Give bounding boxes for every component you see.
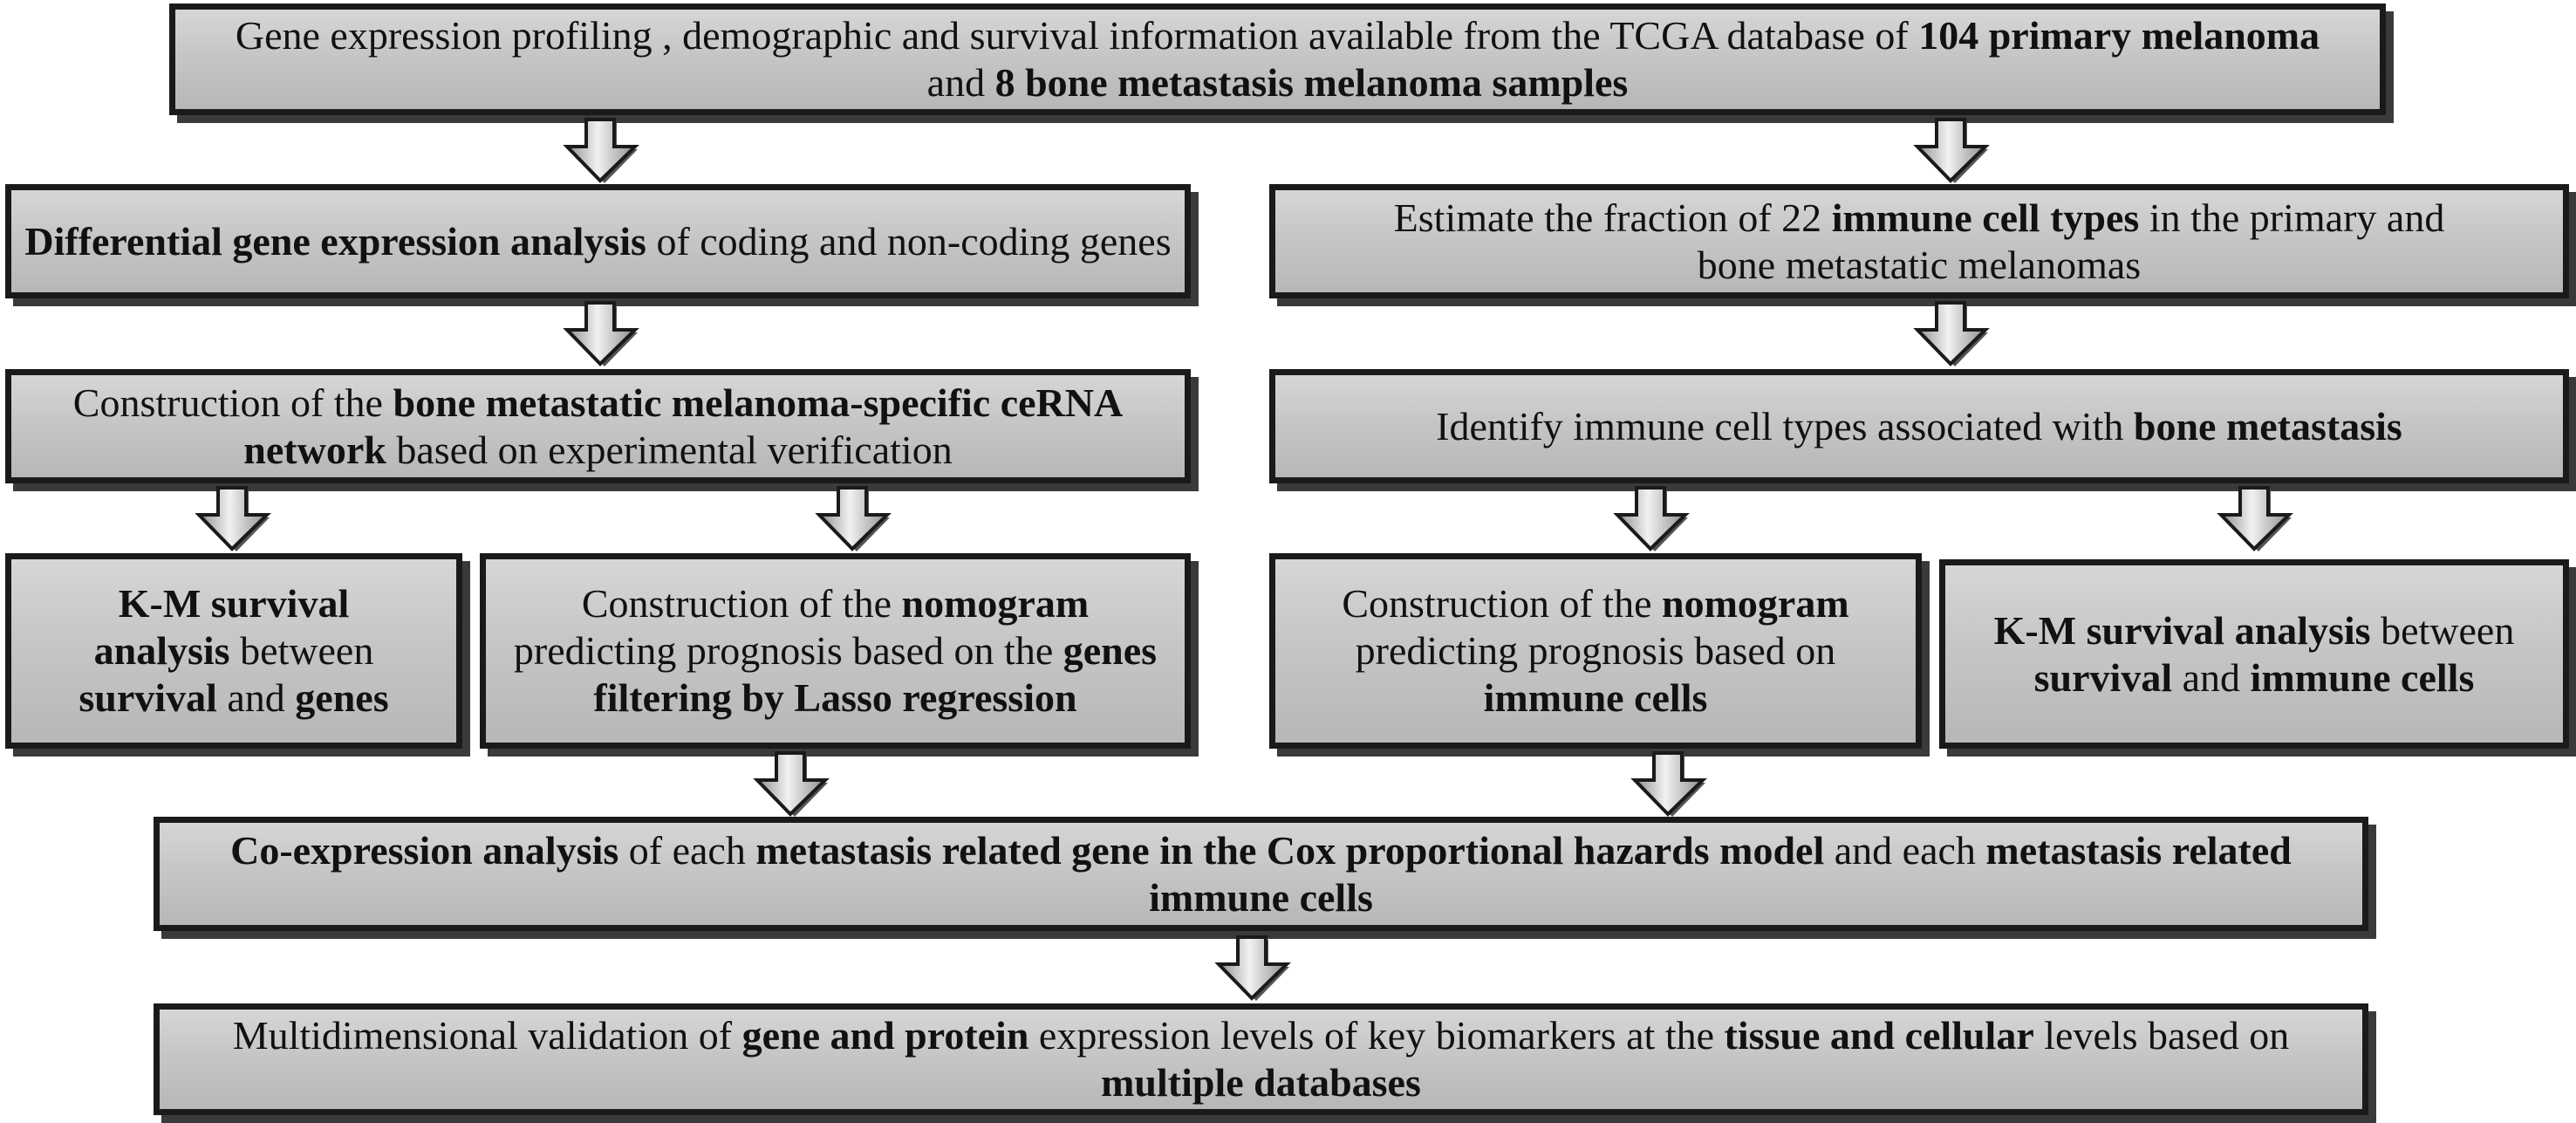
text-segment: of each bbox=[618, 827, 756, 873]
bold-text-segment: 8 bone metastasis melanoma samples bbox=[994, 60, 1629, 105]
down-arrow-icon bbox=[815, 486, 892, 551]
node-km-genes: K-M survival analysis between survival a… bbox=[5, 553, 462, 749]
arrow-identify-to-km-immune bbox=[2217, 486, 2293, 552]
node-cerna-label: Construction of the bone metastatic mela… bbox=[38, 380, 1158, 474]
text-segment: and each bbox=[1824, 827, 1986, 873]
text-segment: between bbox=[2370, 607, 2515, 653]
bold-text-segment: immune cells bbox=[2250, 654, 2475, 700]
bold-text-segment: bone metastasis bbox=[2133, 403, 2402, 449]
down-arrow-icon bbox=[1913, 301, 1990, 366]
node-identify: Identify immune cell types associated wi… bbox=[1269, 369, 2569, 483]
node-estimate-label: Estimate the fraction of 22 immune cell … bbox=[1389, 195, 2450, 289]
arrow-cerna-to-nomo-genes bbox=[815, 486, 892, 552]
bold-text-segment: survival bbox=[2033, 654, 2173, 700]
bold-text-segment: Differential gene expression analysis bbox=[24, 218, 646, 264]
arrow-cerna-to-km-genes bbox=[195, 486, 271, 552]
node-km-immune-label: K-M survival analysis between survival a… bbox=[1971, 607, 2537, 702]
text-segment: levels based on bbox=[2033, 1013, 2290, 1058]
node-nomo-immune: Construction of the nomogram predicting … bbox=[1269, 553, 1922, 749]
node-validation: Multidimensional validation of gene and … bbox=[154, 1003, 2368, 1115]
bold-text-segment: K-M survival analysis bbox=[93, 581, 350, 674]
arrow-shape bbox=[1613, 486, 1690, 551]
arrow-diff-to-cerna bbox=[563, 301, 639, 367]
bold-text-segment: genes filtering by Lasso regression bbox=[593, 628, 1158, 720]
text-segment: and bbox=[926, 60, 995, 105]
node-diff-label: Differential gene expression analysis of… bbox=[24, 218, 1171, 265]
bold-text-segment: nomogram bbox=[1662, 581, 1849, 627]
text-segment: Construction of the bbox=[1342, 581, 1663, 627]
arrow-top-to-estimate bbox=[1913, 118, 1990, 184]
node-identify-label: Identify immune cell types associated wi… bbox=[1436, 403, 2402, 450]
text-segment: predicting prognosis based on bbox=[1355, 628, 1836, 674]
arrow-shape bbox=[1913, 301, 1990, 366]
node-validation-label: Multidimensional validation of gene and … bbox=[229, 1012, 2292, 1106]
node-diff: Differential gene expression analysis of… bbox=[5, 184, 1191, 298]
text-segment: Construction of the bbox=[581, 581, 902, 627]
arrow-identify-to-nomo-immune bbox=[1613, 486, 1690, 552]
down-arrow-icon bbox=[1214, 935, 1291, 1001]
arrow-coexp-to-validation bbox=[1214, 935, 1291, 1002]
arrow-nomo-immune-to-coexp bbox=[1630, 751, 1707, 818]
node-nomo-immune-label: Construction of the nomogram predicting … bbox=[1293, 580, 1898, 721]
arrow-shape bbox=[563, 301, 639, 366]
text-segment: of coding and non-coding genes bbox=[646, 218, 1172, 264]
down-arrow-icon bbox=[1913, 118, 1990, 183]
text-segment: Estimate the fraction of 22 bbox=[1393, 195, 1832, 240]
down-arrow-icon bbox=[1630, 751, 1707, 817]
arrow-shape bbox=[1630, 751, 1707, 817]
node-nomo-genes-label: Construction of the nomogram predicting … bbox=[498, 580, 1172, 721]
text-segment: and bbox=[216, 674, 296, 720]
text-segment: and bbox=[2172, 654, 2251, 700]
arrow-shape bbox=[815, 486, 892, 551]
text-segment: predicting prognosis based on the bbox=[513, 628, 1063, 674]
arrow-shape bbox=[563, 118, 639, 183]
bold-text-segment: K-M survival analysis bbox=[1993, 607, 2371, 653]
bold-text-segment: Co-expression analysis bbox=[230, 827, 619, 873]
down-arrow-icon bbox=[195, 486, 271, 551]
bold-text-segment: 104 primary melanoma bbox=[1918, 13, 2320, 58]
arrow-shape bbox=[1913, 118, 1990, 183]
arrow-estimate-to-identify bbox=[1913, 301, 1990, 367]
arrow-shape bbox=[2217, 486, 2293, 551]
down-arrow-icon bbox=[2217, 486, 2293, 551]
text-segment: Gene expression profiling , demographic … bbox=[235, 13, 1919, 58]
node-top: Gene expression profiling , demographic … bbox=[169, 3, 2386, 115]
bold-text-segment: metastasis related immune cells bbox=[1149, 827, 2292, 920]
arrow-shape bbox=[753, 751, 830, 817]
node-km-immune: K-M survival analysis between survival a… bbox=[1939, 559, 2569, 749]
down-arrow-icon bbox=[563, 301, 639, 366]
bold-text-segment: immune cell types bbox=[1831, 195, 2140, 240]
bold-text-segment: multiple databases bbox=[1101, 1060, 1421, 1105]
node-coexp: Co-expression analysis of each metastasi… bbox=[154, 817, 2368, 931]
arrow-shape bbox=[195, 486, 271, 551]
node-km-genes-label: K-M survival analysis between survival a… bbox=[46, 580, 421, 721]
bold-text-segment: survival bbox=[79, 674, 217, 720]
down-arrow-icon bbox=[563, 118, 639, 183]
node-estimate: Estimate the fraction of 22 immune cell … bbox=[1269, 184, 2569, 298]
node-coexp-label: Co-expression analysis of each metastasi… bbox=[212, 827, 2310, 921]
text-segment: expression levels of key biomarkers at t… bbox=[1028, 1013, 1725, 1058]
arrow-top-to-diff bbox=[563, 118, 639, 184]
node-nomo-genes: Construction of the nomogram predicting … bbox=[480, 553, 1191, 749]
bold-text-segment: nomogram bbox=[901, 581, 1090, 627]
text-segment: Multidimensional validation of bbox=[232, 1013, 742, 1058]
text-segment: Identify immune cell types associated wi… bbox=[1436, 403, 2134, 449]
text-segment: between bbox=[229, 628, 374, 674]
arrow-nomo-genes-to-coexp bbox=[753, 751, 830, 818]
bold-text-segment: immune cells bbox=[1483, 674, 1708, 720]
node-top-label: Gene expression profiling , demographic … bbox=[202, 12, 2354, 106]
bold-text-segment: gene and protein bbox=[741, 1013, 1029, 1058]
text-segment: Construction of the bbox=[72, 380, 393, 425]
bold-text-segment: tissue and cellular bbox=[1724, 1013, 2034, 1058]
arrow-shape bbox=[1214, 935, 1291, 1001]
bold-text-segment: metastasis related gene in the Cox propo… bbox=[755, 827, 1825, 873]
down-arrow-icon bbox=[1613, 486, 1690, 551]
down-arrow-icon bbox=[753, 751, 830, 817]
text-segment: based on experimental verification bbox=[386, 427, 953, 472]
bold-text-segment: bone metastatic melanoma-specific ceRNA … bbox=[243, 380, 1124, 472]
node-cerna: Construction of the bone metastatic mela… bbox=[5, 369, 1191, 483]
text-segment: in the primary and bone metastatic melan… bbox=[1697, 195, 2445, 287]
bold-text-segment: genes bbox=[295, 674, 389, 720]
